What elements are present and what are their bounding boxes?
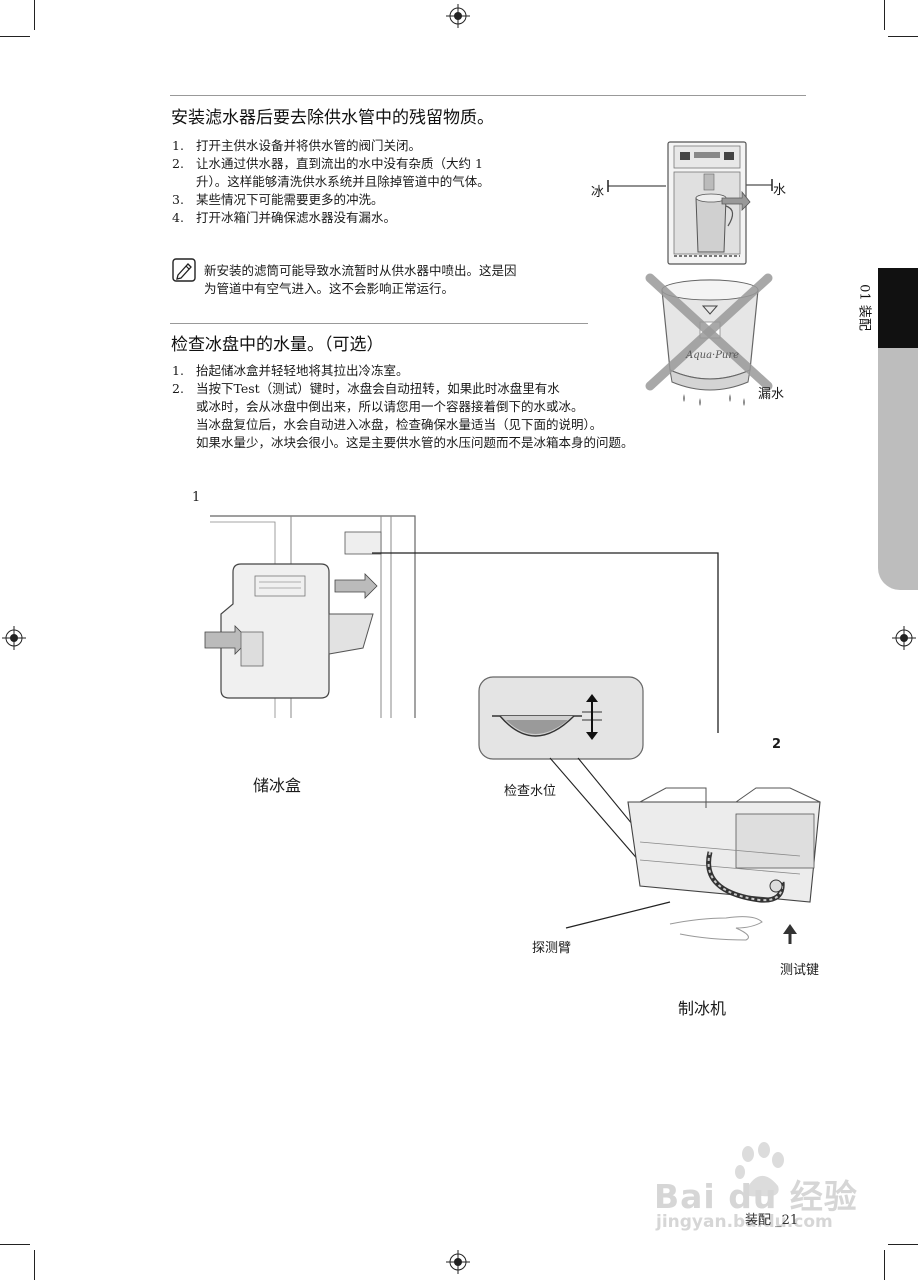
list-item: 1.抬起储冰盒并轻轻地将其拉出冷冻室。 <box>172 363 409 378</box>
list-item: 4.打开冰箱门并确保滤水器没有漏水。 <box>172 210 397 225</box>
water-level-inset <box>478 676 644 760</box>
baidu-paw-icon <box>735 1142 784 1197</box>
registration-mark-icon <box>2 626 26 650</box>
leader-line <box>372 552 719 733</box>
ice-maker-illustration <box>549 757 821 944</box>
crop-mark <box>0 1244 30 1245</box>
list-item: 2.当按下Test（测试）键时，冰盘会自动扭转，如果此时冰盘里有水 <box>172 381 560 396</box>
watermark-url: jingyan.baidu.com <box>656 1212 833 1232</box>
note-line: 新安装的滤筒可能导致水流暂时从供水器中喷出。这是因 <box>204 263 517 278</box>
list-item: 2.让水通过供水器，直到流出的水中没有杂质（大约 1 <box>172 156 483 171</box>
chapter-label: 01 装配 <box>856 284 872 331</box>
step-list: 1.打开主供水设备并将供水管的阀门关闭。 2.让水通过供水器，直到流出的水中没有… <box>172 137 572 227</box>
figure-number: 2 <box>772 737 782 752</box>
list-item-continuation: 如果水量少，冰块会很小。这是主要供水管的水压问题而不是冰箱本身的问题。 <box>196 435 634 450</box>
label-water: 水 <box>773 183 787 198</box>
filter-leak-illustration <box>645 273 773 406</box>
section-title: 检查冰盘中的水量。（可选） <box>171 335 384 355</box>
crop-mark <box>34 1250 35 1280</box>
section-title: 安装滤水器后要去除供水管中的残留物质。 <box>171 108 494 128</box>
caption-test-key: 测试键 <box>780 963 820 978</box>
note-line: 为管道中有空气进入。这不会影响正常运行。 <box>204 281 455 296</box>
registration-mark-icon <box>446 4 470 28</box>
label-leak: 漏水 <box>758 387 785 402</box>
filter-logo: Aqua·Pure <box>686 350 740 361</box>
registration-mark-icon <box>892 626 916 650</box>
list-item: 升）。这样能够清洗供水系统并且除掉管道中的气体。 <box>196 174 490 189</box>
section-divider <box>170 95 806 96</box>
crop-mark <box>0 36 30 37</box>
list-item-continuation: 或冰时，会从冰盘中倒出来，所以请您用一个容器接着倒下的水或冰。 <box>196 399 584 414</box>
list-item: 3.某些情况下可能需要更多的冲洗。 <box>172 192 384 207</box>
caption-ice-maker: 制冰机 <box>678 999 727 1018</box>
chapter-tab-marker <box>878 268 918 348</box>
list-item: 1.打开主供水设备并将供水管的阀门关闭。 <box>172 138 422 153</box>
page-footer: 装配 _21 <box>745 1213 799 1228</box>
watermark-brand: Bai du 经验 <box>654 1177 858 1216</box>
figure-number: 1 <box>192 490 201 505</box>
step-list: 1.抬起储冰盒并轻轻地将其拉出冷冻室。 2.当按下Test（测试）键时，冰盘会自… <box>172 362 732 452</box>
caption-check-level: 检查水位 <box>504 784 557 799</box>
caption-ice-bin: 储冰盒 <box>253 776 302 795</box>
note-text: 新安装的滤筒可能导致水流暂时从供水器中喷出。这是因 为管道中有空气进入。这不会影… <box>204 262 594 298</box>
crop-mark <box>888 36 918 37</box>
note-icon <box>172 258 196 282</box>
crop-mark <box>884 1250 885 1280</box>
crop-mark <box>884 0 885 30</box>
crop-mark <box>888 1244 918 1245</box>
ice-bin-illustration <box>204 515 416 718</box>
caption-probe-arm: 探测臂 <box>532 941 572 956</box>
crop-mark <box>34 0 35 30</box>
registration-mark-icon <box>446 1250 470 1274</box>
section-divider <box>170 323 588 324</box>
label-ice: 冰 <box>591 185 605 200</box>
list-item-continuation: 当冰盘复位后，水会自动进入冰盘，检查确保水量适当（见下面的说明）。 <box>196 417 603 432</box>
dispenser-illustration <box>607 141 773 265</box>
